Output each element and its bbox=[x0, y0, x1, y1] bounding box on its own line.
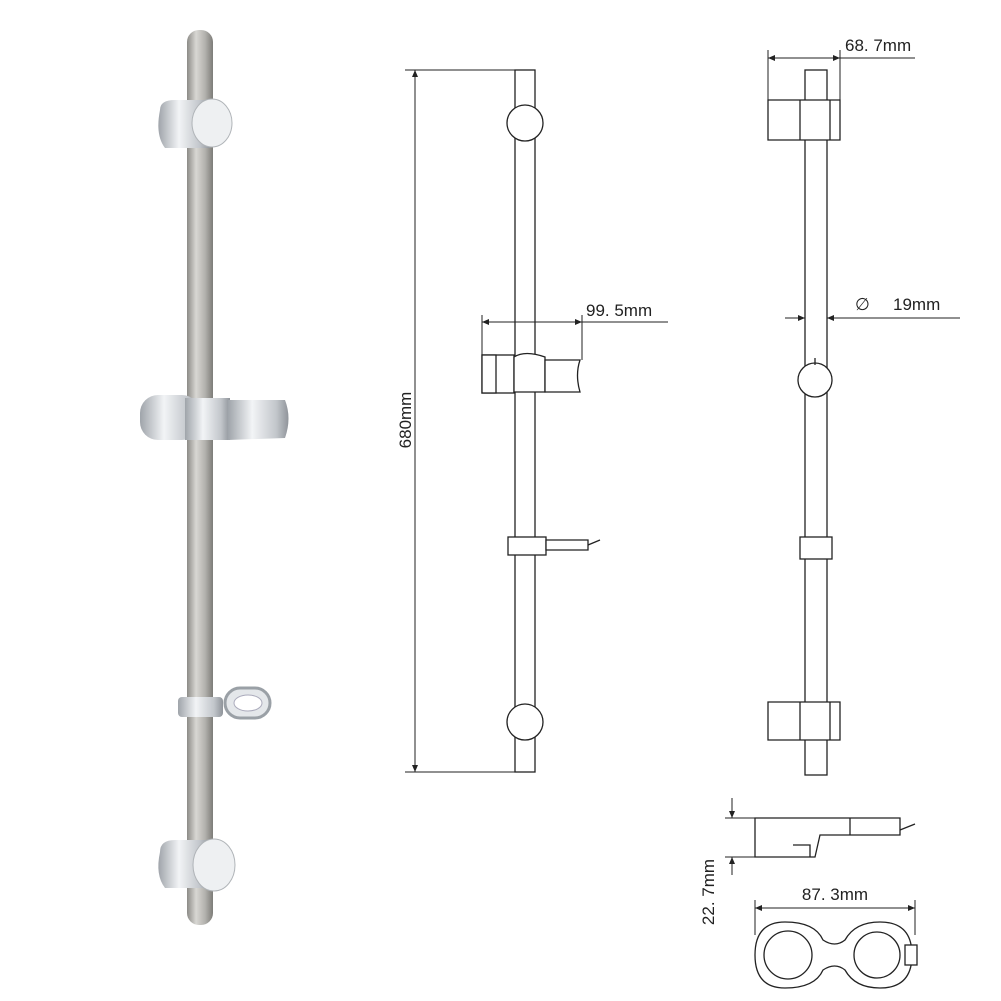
front-slider bbox=[481, 352, 581, 394]
holder-side-profile bbox=[754, 817, 916, 858]
height-label: 680mm bbox=[396, 392, 415, 449]
diameter-symbol: ∅ bbox=[855, 295, 870, 314]
side-soap-holder bbox=[799, 536, 833, 560]
side-top-bracket bbox=[767, 99, 841, 141]
rod-diameter-label: 19mm bbox=[893, 295, 940, 314]
rod bbox=[187, 30, 213, 925]
front-soap-holder bbox=[507, 536, 601, 556]
product-photo bbox=[140, 30, 289, 925]
side-rod bbox=[804, 69, 828, 776]
front-bottom-bracket bbox=[506, 703, 544, 741]
slider-width-label: 99. 5mm bbox=[586, 301, 652, 320]
side-view: 68. 7mm ∅ 19mm bbox=[767, 36, 960, 776]
front-rod bbox=[514, 69, 536, 773]
holder-width-label: 87. 3mm bbox=[802, 885, 868, 904]
side-bottom-bracket bbox=[767, 701, 841, 741]
top-wall-bracket bbox=[158, 98, 233, 148]
holder-top-view bbox=[754, 921, 918, 989]
soap-holder bbox=[178, 686, 272, 720]
bottom-wall-bracket bbox=[158, 838, 236, 892]
bracket-depth-label: 68. 7mm bbox=[845, 36, 911, 55]
front-view: 680mm 99. 5mm bbox=[396, 69, 668, 773]
holder-height-label: 22. 7mm bbox=[699, 859, 718, 925]
front-top-bracket bbox=[506, 104, 544, 142]
handshower-slider bbox=[140, 395, 289, 440]
holder-detail: 22. 7mm 87. 3mm bbox=[699, 798, 918, 989]
side-slider bbox=[797, 362, 833, 398]
